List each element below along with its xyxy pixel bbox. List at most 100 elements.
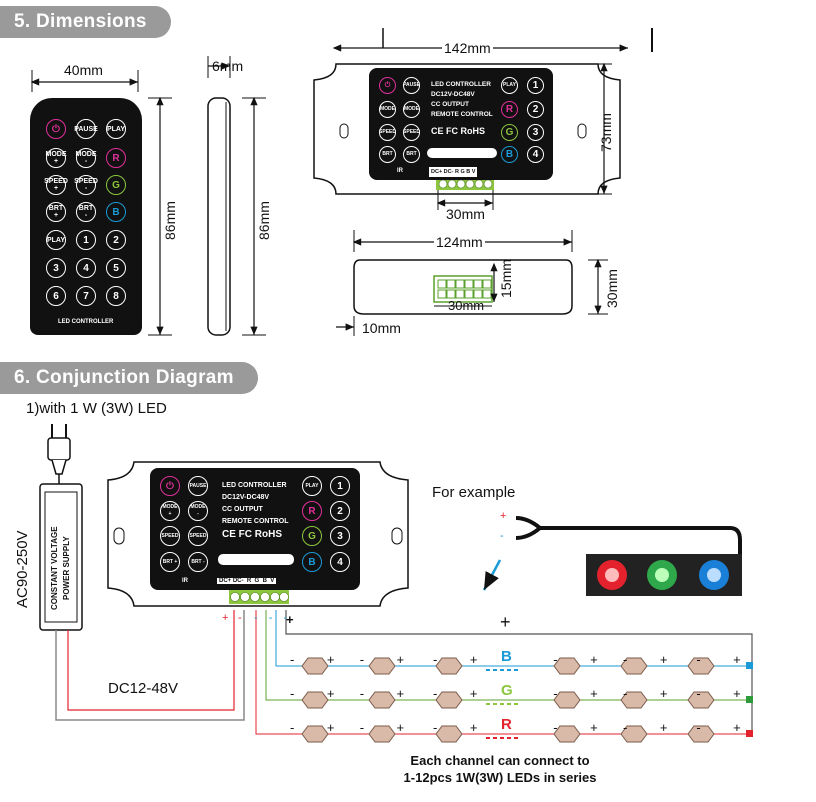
diagram-brt-icon: BRT + [160, 552, 180, 572]
foot-label: 10mm [362, 320, 401, 336]
controller-ir-window [427, 148, 497, 158]
controller-pause-icon: PAUSE [403, 77, 420, 94]
psu-minus-label: - [238, 612, 242, 624]
controller-height-label: 73mm [598, 113, 614, 152]
channel-g-label: G [501, 682, 513, 699]
diagram-g-icon: G [302, 526, 322, 546]
psu-voltage-label: AC90-250V [14, 530, 31, 608]
num-1-button: 1 [76, 230, 96, 250]
diagram-ir-window [218, 554, 294, 565]
controller-mode2-icon: MODE [403, 101, 420, 118]
blue-button: B [106, 202, 126, 222]
diagram-num4-icon: 4 [330, 552, 350, 572]
bus-plus-label: + [500, 612, 511, 632]
example-minus-label: - [500, 530, 504, 542]
power-button: ⏻ [46, 119, 66, 139]
example-plus-label: + [500, 510, 507, 522]
remote-height-label: 86mm [162, 201, 178, 240]
channel-note: Each channel can connect to 1-12pcs 1W(3… [403, 753, 597, 785]
pause-button: PAUSE [74, 119, 98, 139]
controller-brt-icon: BRT [379, 146, 396, 163]
diagram-ir-label: IR [182, 578, 188, 584]
remote-width-label: 40mm [64, 62, 103, 78]
controller-terminal-labels: DC+ DC- R G B V [429, 167, 478, 177]
psu-label-2: POWER SUPPLY [62, 536, 71, 600]
diagram-brt2-icon: BRT - [188, 552, 208, 572]
controller-num1-icon: 1 [527, 77, 544, 94]
diagram-controller-title: LED CONTROLLER DC12V-DC48V CC OUTPUT REM… [222, 482, 289, 525]
num-5-button: 5 [106, 258, 126, 278]
diagram-num3-icon: 3 [330, 526, 350, 546]
controller-speed2-icon: SPEED [403, 124, 420, 141]
diagram-speed2-icon: SPEED [188, 526, 208, 546]
controller-width-label: 142mm [442, 40, 493, 56]
conjunction-section-title: 6. Conjunction Diagram [0, 362, 258, 394]
controller-power-icon: ⏻ [379, 77, 396, 94]
mode-down-button: MODE - [76, 148, 97, 168]
controller-num4-icon: 4 [527, 146, 544, 163]
controller-panel-top: ⏻ PAUSE MODE MODE SPEED SPEED BRT BRT LE… [369, 68, 553, 180]
diagram-num1-icon: 1 [330, 476, 350, 496]
controller-num3-icon: 3 [527, 124, 544, 141]
terminal-width-side-label: 30mm [448, 298, 485, 313]
psu-label-1: CONSTANT VOLTAGE [50, 526, 59, 610]
side-height-label: 86mm [256, 201, 272, 240]
controller-r-icon: R [501, 101, 518, 118]
diagram-num2-icon: 2 [330, 501, 350, 521]
mode-up-button: MODE + [46, 148, 67, 168]
dimensions-section-title: 5. Dimensions [0, 6, 171, 38]
diagram-pause-icon: PAUSE [188, 476, 208, 496]
num-2-button: 2 [106, 230, 126, 250]
case-label: 1)with 1 W (3W) LED [26, 400, 167, 417]
led-polarity-row-g: - + - + - + - + - + - + [290, 686, 741, 701]
brightness-up-button: BRT + [46, 202, 66, 222]
num-7-button: 7 [76, 286, 96, 306]
diagram-controller-cert: CE FC RoHS [222, 529, 282, 540]
diagram-play-icon: PLAY [302, 476, 322, 496]
controller-b-icon: B [501, 146, 518, 163]
controller-title: LED CONTROLLER DC12V-DC48V CC OUTPUT REM… [431, 81, 493, 118]
psu-plus-label: + [222, 612, 229, 624]
controller-ir-label: IR [397, 168, 403, 174]
diagram-r-icon: R [302, 501, 322, 521]
led-polarity-row-b: - + - + - + - + - + - + [290, 652, 741, 667]
red-button: R [106, 148, 126, 168]
diagram-power-icon: ⏻ [160, 476, 180, 496]
side-thickness-label: 6mm [212, 58, 244, 74]
brightness-down-button: BRT - [76, 202, 96, 222]
controller-panel-diagram: ⏻ PAUSE MODE + MODE - SPEED SPEED BRT + … [150, 468, 360, 590]
body-height-label: 30mm [604, 269, 620, 308]
diagram-mode2-icon: MODE - [188, 501, 208, 521]
diagram-speed-icon: SPEED [160, 526, 180, 546]
remote-label: LED CONTROLLER [58, 319, 114, 325]
controller-num2-icon: 2 [527, 101, 544, 118]
terminal-width-label: 30mm [446, 206, 485, 222]
controller-cert: CE FC RoHS [431, 126, 485, 136]
diagram-mode-icon: MODE + [160, 501, 180, 521]
led-polarity-row-r: - + - + - + - + - + - + [290, 720, 741, 735]
speed-down-button: SPEED - [74, 175, 98, 195]
speed-up-button: SPEED + [44, 175, 68, 195]
dc-voltage-label: DC12-48V [108, 680, 179, 697]
controller-brt2-icon: BRT [403, 146, 420, 163]
channel-b-label: B [501, 648, 512, 665]
num-8-button: 8 [106, 286, 126, 306]
for-example-label: For example [432, 484, 516, 501]
play-button: PLAY [106, 119, 126, 139]
diagram-b-icon: B [302, 552, 322, 572]
terminal-height-label: 15mm [498, 259, 514, 298]
controller-g-icon: G [501, 124, 518, 141]
channel-minus-labels: - - - [254, 612, 292, 624]
controller-speed-icon: SPEED [379, 124, 396, 141]
num-3-button: 3 [46, 258, 66, 278]
controller-mode-icon: MODE [379, 101, 396, 118]
green-button: G [106, 175, 126, 195]
num-6-button: 6 [46, 286, 66, 306]
v-plus-label: + [286, 612, 294, 627]
remote-control: ⏻ PAUSE PLAY MODE + MODE - R SPEED + SPE… [30, 98, 142, 335]
diagram-terminal-labels: DC+ DC- R G B V [217, 578, 277, 584]
num-4-button: 4 [76, 258, 96, 278]
controller-play-icon: PLAY [501, 77, 518, 94]
channel-r-label: R [501, 716, 512, 733]
play-mode-button: PLAY [46, 230, 66, 250]
